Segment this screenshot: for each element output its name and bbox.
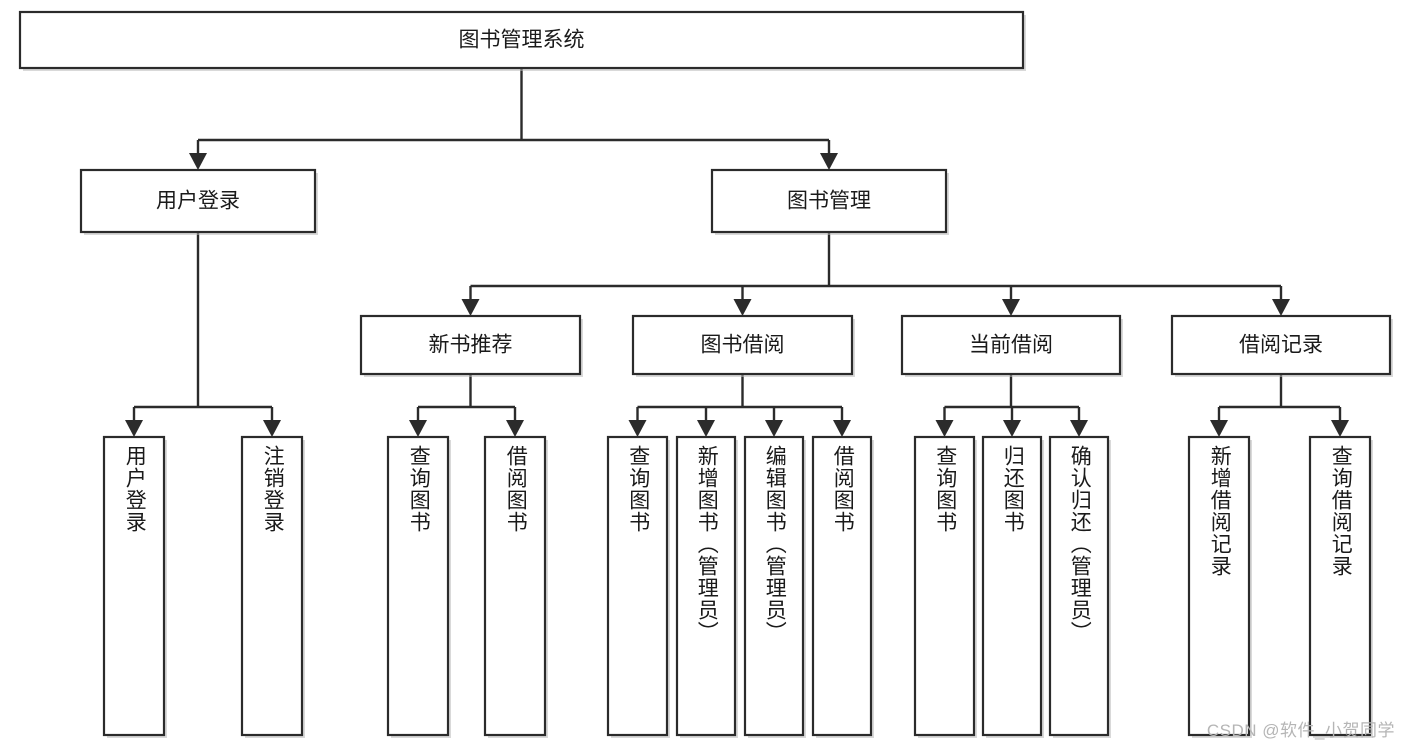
arrow-head-leaf-query-book-current [935, 420, 954, 437]
arrow-head-leaf-return-book [1003, 420, 1021, 437]
arrow-head-leaf-add-book-admin [697, 420, 715, 437]
node-box-leaf-borrow-book-rec[interactable] [483, 435, 547, 737]
node-box-book-manage[interactable] [710, 168, 948, 234]
node-box-user-login[interactable] [79, 168, 317, 234]
arrow-head-current-borrow [1002, 299, 1020, 316]
node-box-leaf-query-borrow-record[interactable] [1308, 435, 1372, 737]
node-box-leaf-query-book-rec[interactable] [386, 435, 450, 737]
node-box-leaf-add-borrow-record[interactable] [1187, 435, 1251, 737]
node-label-borrow-record: 借阅记录 [1239, 334, 1323, 357]
node-label-book-borrow: 图书借阅 [701, 334, 785, 357]
arrow-head-leaf-borrow-book-rec [506, 420, 524, 437]
boxes-layer [18, 10, 1393, 738]
arrow-head-new-book-recommend [461, 299, 480, 316]
node-box-leaf-return-book[interactable] [981, 435, 1043, 737]
arrow-head-leaf-logout [263, 420, 281, 437]
arrow-head-leaf-user-login [125, 420, 143, 437]
arrow-head-user-login [189, 153, 207, 170]
node-box-leaf-query-book-borrow[interactable] [606, 435, 669, 737]
node-box-new-book-recommend[interactable] [359, 314, 582, 376]
arrow-head-leaf-query-borrow-record [1331, 420, 1349, 437]
node-box-book-borrow[interactable] [631, 314, 854, 376]
node-label-current-borrow: 当前借阅 [969, 334, 1053, 357]
node-box-leaf-add-book-admin[interactable] [675, 435, 737, 737]
arrow-head-leaf-query-book-rec [409, 420, 427, 437]
node-box-leaf-edit-book-admin[interactable] [743, 435, 805, 737]
node-label-new-book-recommend: 新书推荐 [429, 334, 513, 357]
connectors-layer [125, 68, 1349, 437]
node-label-user-login: 用户登录 [156, 190, 240, 213]
node-label-root: 图书管理系统 [459, 29, 585, 52]
node-box-leaf-user-login[interactable] [102, 435, 166, 737]
arrow-head-book-manage [820, 153, 838, 170]
node-box-leaf-confirm-return-admin[interactable] [1048, 435, 1110, 737]
node-box-leaf-borrow-book[interactable] [811, 435, 873, 737]
node-box-leaf-query-book-current[interactable] [913, 435, 976, 737]
arrow-head-book-borrow [733, 299, 752, 316]
arrow-head-leaf-query-book-borrow [628, 420, 647, 437]
arrow-head-borrow-record [1272, 299, 1290, 316]
arrow-head-leaf-add-borrow-record [1210, 420, 1228, 437]
arrow-head-leaf-edit-book-admin [765, 420, 783, 437]
node-box-leaf-logout[interactable] [240, 435, 304, 737]
node-label-book-manage: 图书管理 [787, 190, 871, 213]
arrow-head-leaf-confirm-return-admin [1070, 420, 1088, 437]
node-box-current-borrow[interactable] [900, 314, 1122, 376]
watermark: CSDN @软件_小贺同学 [1206, 721, 1395, 740]
node-box-root[interactable] [18, 10, 1025, 70]
arrow-head-leaf-borrow-book [833, 420, 851, 437]
node-box-borrow-record[interactable] [1170, 314, 1392, 376]
